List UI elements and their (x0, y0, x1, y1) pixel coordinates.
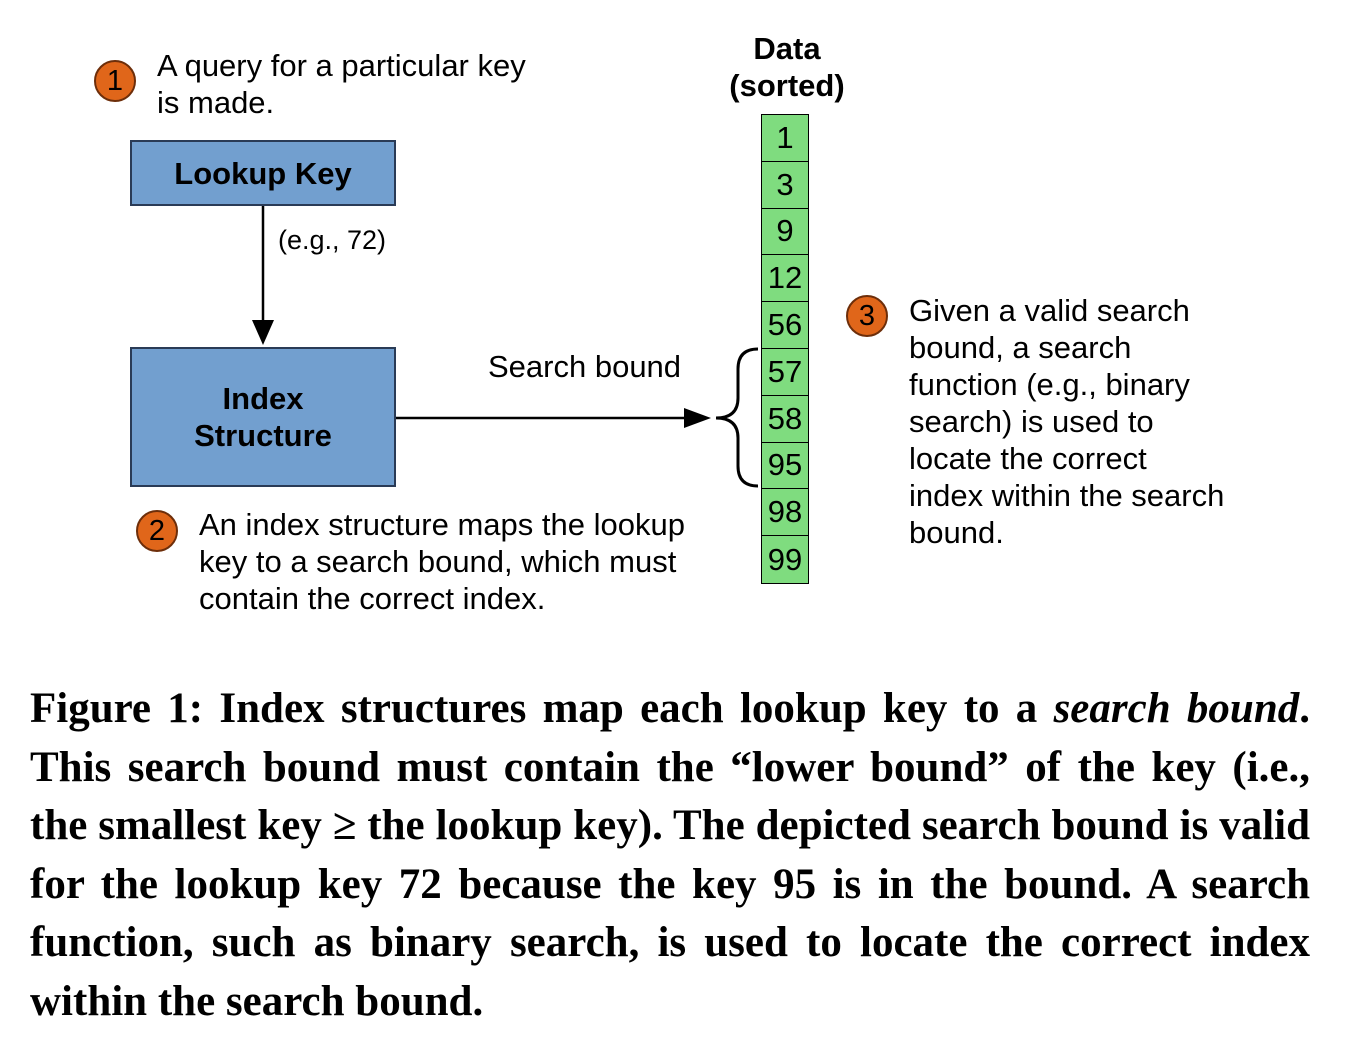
search-bound-label: Search bound (488, 349, 682, 384)
step-3-number: 3 (858, 299, 876, 332)
caption-prefix: Figure 1: Index structures map each look… (30, 685, 1054, 732)
index-to-bound-arrowhead (684, 408, 711, 428)
example-key-label: (e.g., 72) (278, 225, 387, 255)
data-column-title: Data (sorted) (729, 31, 845, 103)
step-2-number: 2 (148, 514, 166, 547)
lookup-key-box: Lookup Key (130, 140, 396, 206)
data-array: 1 3 9 12 56 57 58 95 98 99 (761, 114, 809, 584)
figure-caption: Figure 1: Index structures map each look… (30, 680, 1310, 1031)
data-cell: 58 (762, 395, 808, 443)
data-cell: 12 (762, 255, 808, 303)
data-cell: 99 (762, 536, 808, 583)
data-cell: 1 (762, 115, 808, 162)
diagram-connectors (252, 206, 759, 488)
index-structure-box: Index Structure (130, 347, 396, 487)
step-3-text: Given a valid search bound, a search fun… (909, 293, 1225, 550)
data-cell: 57 (762, 348, 808, 396)
caption-emphasis: search bound (1053, 685, 1300, 732)
step-2-text: An index structure maps the lookup key t… (199, 507, 685, 616)
step-1-number: 1 (106, 64, 124, 97)
step-2-badge: 2 (136, 510, 178, 552)
caption-body: . This search bound must contain the “lo… (30, 685, 1310, 1025)
data-cell: 98 (762, 489, 808, 537)
step-1-text: A query for a particular key is made. (157, 48, 526, 120)
data-cell: 3 (762, 161, 808, 209)
data-cell: 95 (762, 442, 808, 490)
step-3-badge: 3 (846, 295, 888, 337)
step-1-badge: 1 (94, 60, 136, 102)
search-bound-brace (715, 347, 759, 488)
lookup-to-index-arrowhead (252, 320, 274, 345)
data-cell: 9 (762, 208, 808, 256)
data-cell: 56 (762, 302, 808, 349)
